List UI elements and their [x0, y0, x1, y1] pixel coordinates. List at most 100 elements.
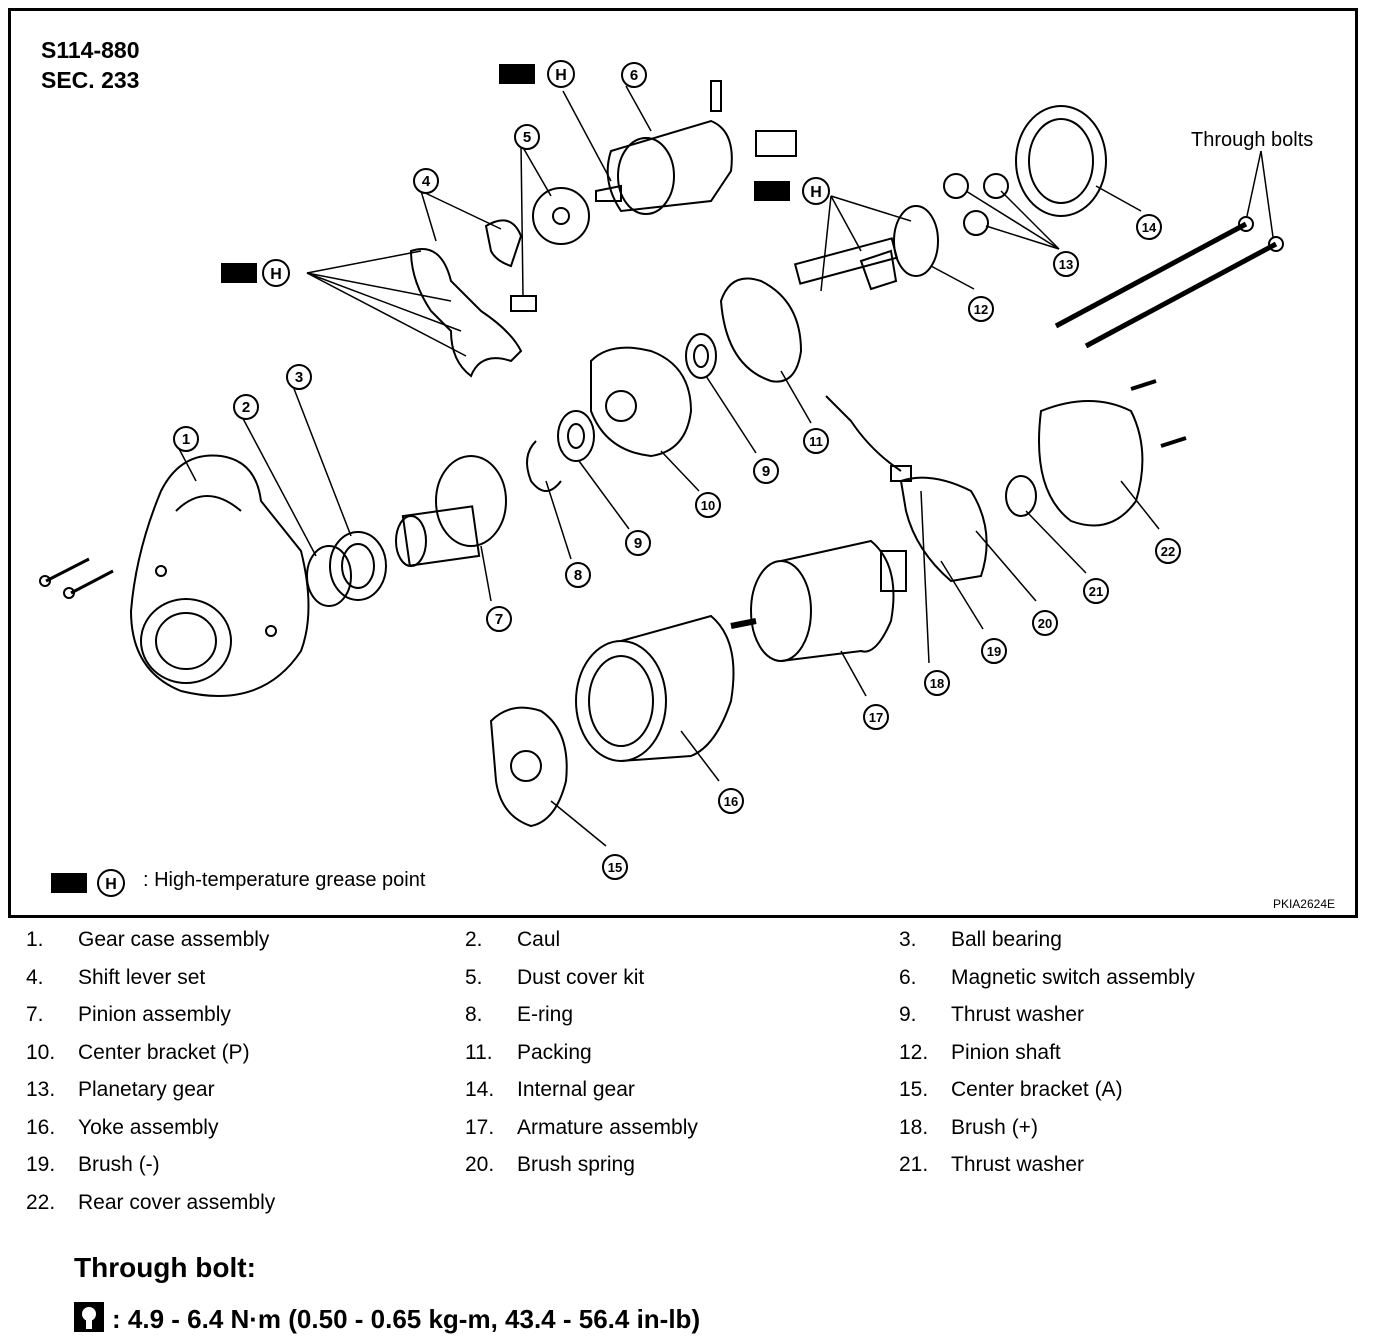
callout-circle — [1083, 578, 1109, 604]
svg-text:H: H — [555, 67, 567, 84]
callout-number: 3 — [295, 369, 303, 386]
grease-symbols: H H H H — [51, 60, 830, 897]
callout-number: 2 — [242, 399, 250, 416]
callout-circle — [621, 62, 647, 88]
callout-number: 12 — [974, 302, 988, 317]
part-name: Thrust washer — [951, 1153, 1085, 1176]
callout-circle — [1053, 251, 1079, 277]
part-number: 19. — [26, 1153, 56, 1176]
part-number: 2. — [465, 928, 483, 951]
callout-number: 13 — [1059, 257, 1073, 272]
callout-number: 9 — [762, 463, 770, 480]
part-number: 16. — [26, 1115, 56, 1139]
callout-circle — [486, 606, 512, 632]
callout-circle — [286, 364, 312, 390]
part-name: E-ring — [517, 1003, 574, 1026]
part-number: 14. — [465, 1078, 495, 1101]
callout-circle — [863, 704, 889, 730]
part-number: 21. — [899, 1153, 929, 1176]
callout-number: 7 — [495, 611, 503, 628]
part-name: Thrust washer — [951, 1003, 1085, 1026]
part-name: Planetary gear — [78, 1078, 215, 1101]
callout-circle — [718, 788, 744, 814]
callout-number: 21 — [1089, 584, 1103, 599]
callout-number: 5 — [523, 129, 531, 146]
part-name: Dust cover kit — [517, 965, 645, 989]
torque-wrench-icon — [74, 1302, 104, 1332]
svg-text:H: H — [270, 266, 282, 283]
part-name: Packing — [517, 1040, 592, 1064]
part-number: 1. — [26, 928, 44, 951]
callout-number: 10 — [701, 498, 715, 513]
part-name: Yoke assembly — [78, 1115, 219, 1139]
figure-id: PKIA2624E — [1272, 897, 1335, 911]
part-number: 18. — [899, 1115, 929, 1139]
part-number: 20. — [465, 1153, 495, 1176]
svg-text:H: H — [105, 876, 117, 893]
part-number: 10. — [26, 1040, 56, 1064]
callout-circle — [1155, 538, 1181, 564]
part-name: Rear cover assembly — [78, 1190, 276, 1214]
part-name: Magnetic switch assembly — [951, 965, 1195, 989]
part-number: 7. — [26, 1003, 44, 1026]
part-number: 3. — [899, 928, 917, 951]
callout-number: 17 — [869, 710, 883, 725]
part-name: Pinion assembly — [78, 1003, 231, 1026]
part-name: Shift lever set — [78, 965, 206, 989]
torque-spec: : 4.9 - 6.4 N·m (0.50 - 0.65 kg-m, 43.4 … — [74, 1302, 700, 1335]
callout-circle — [625, 530, 651, 556]
callout-number: 11 — [809, 434, 823, 449]
callout-circle — [233, 394, 259, 420]
callout-circle — [565, 562, 591, 588]
part-name: Caul — [517, 928, 561, 951]
callout-circle — [753, 458, 779, 484]
part-name: Center bracket (P) — [78, 1040, 250, 1064]
callout-number: 1 — [182, 431, 190, 448]
callout-circle — [602, 854, 628, 880]
figure-section: SEC. 233 — [41, 67, 140, 93]
spec-title: Through bolt: — [74, 1252, 256, 1283]
callout-circle — [695, 492, 721, 518]
part-name: Brush (+) — [951, 1115, 1038, 1139]
callout-circle — [1136, 214, 1162, 240]
part-name: Pinion shaft — [951, 1040, 1061, 1064]
figure-code: S114-880 — [41, 37, 140, 63]
part-number: 17. — [465, 1115, 495, 1139]
starter-motor-drawing: H H H H 12345678991011121314151617181920… — [39, 60, 1284, 897]
part-number: 12. — [899, 1040, 929, 1064]
callout-number: 4 — [422, 173, 431, 190]
parts-row: 22. Rear cover assembly — [26, 1191, 1366, 1229]
callout-circle — [173, 426, 199, 452]
svg-text:H: H — [810, 184, 822, 201]
callout-number: 20 — [1038, 616, 1052, 631]
part-name: Brush (-) — [78, 1153, 160, 1176]
part-name: Brush spring — [517, 1153, 635, 1176]
callout-number: 18 — [930, 676, 944, 691]
part-name: Ball bearing — [951, 928, 1062, 951]
callout-number: 15 — [608, 860, 622, 875]
exploded-view-figure: S114-880 SEC. 233 Through bolts — [8, 8, 1358, 918]
part-number: 8. — [465, 1003, 483, 1026]
callout-number: 14 — [1142, 220, 1157, 235]
part-number: 13. — [26, 1078, 56, 1101]
callout-number: 19 — [987, 644, 1001, 659]
part-number: 6. — [899, 965, 917, 989]
part-number: 22. — [26, 1190, 56, 1214]
gear-case-assembly-drawing — [129, 454, 310, 697]
part-number: 9. — [899, 1003, 917, 1026]
callout-circle — [803, 428, 829, 454]
callout-number: 9 — [634, 535, 642, 552]
legend-text: : High-temperature grease point — [143, 869, 426, 891]
callout-circle — [924, 670, 950, 696]
callout-circle — [413, 168, 439, 194]
callout-number: 16 — [724, 794, 738, 809]
callout-circle — [514, 124, 540, 150]
part-name: Center bracket (A) — [951, 1078, 1123, 1101]
callout-circle — [1032, 610, 1058, 636]
